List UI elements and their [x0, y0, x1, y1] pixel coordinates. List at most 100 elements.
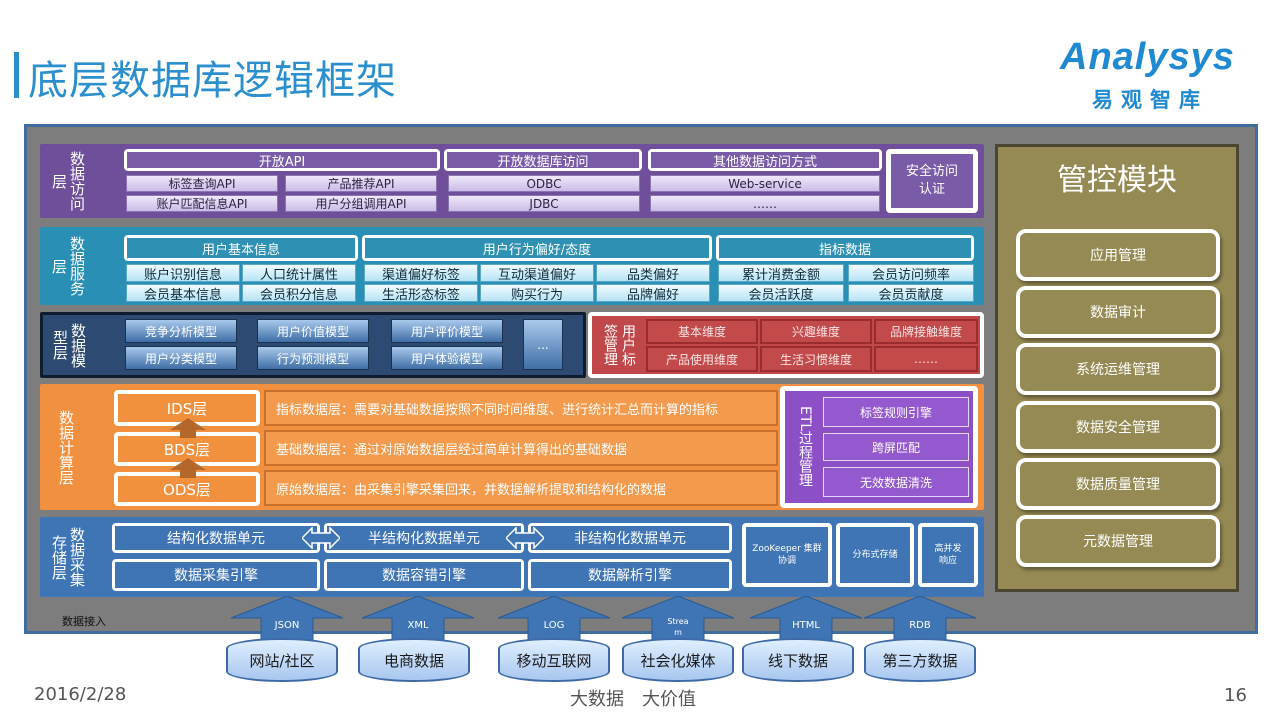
- data-access-layer: 数据访问层 开放API 标签查询API 产品推荐API 账户匹配信息API 用户…: [40, 144, 984, 218]
- tag-item: 兴趣维度: [760, 319, 872, 344]
- group-header-box: 用户基本信息: [124, 235, 358, 261]
- up-arrow-icon: [170, 458, 206, 478]
- double-arrow-icon: [302, 527, 340, 549]
- service-item: 购买行为: [480, 284, 594, 303]
- service-item: 会员基本信息: [126, 284, 240, 303]
- control-item: 数据安全管理: [1016, 401, 1220, 453]
- service-item: 累计消费金额: [718, 264, 844, 283]
- data-compute-layer: 数据计算层 IDS层 BDS层 ODS层 指标数据层：需要对基础数据按照不同时间…: [40, 384, 984, 510]
- tag-item: 基本维度: [646, 319, 758, 344]
- format-label: LOG: [543, 620, 565, 631]
- service-item: 渠道偏好标签: [364, 264, 478, 283]
- page-number: 16: [1224, 685, 1247, 706]
- model-item: 用户体验模型: [391, 346, 503, 370]
- page-title: 底层数据库逻辑框架: [28, 58, 397, 104]
- access-item: Web-service: [650, 175, 880, 192]
- format-label: Stream: [667, 617, 689, 637]
- level-desc: 原始数据层：由采集引擎采集回来，并数据解析提取和结构化的数据: [264, 470, 778, 506]
- infra-item: 高并发 响应: [922, 527, 974, 583]
- group-header-box: 开放API: [124, 149, 440, 171]
- logo-analysys: Analysys: [1060, 36, 1235, 78]
- up-arrow-icon: [497, 596, 611, 642]
- control-title: 管控模块: [1057, 163, 1177, 198]
- security-auth: 安全访问认证: [891, 154, 973, 208]
- format-label: XML: [407, 620, 429, 631]
- model-more: ...: [523, 319, 563, 370]
- service-item: 生活形态标签: [364, 284, 478, 303]
- data-storage-layer: 数据采集存储层 结构化数据单元 半结构化数据单元 非结构化数据单元 数据采集引擎…: [40, 517, 984, 597]
- ingest-arrow: XML: [358, 596, 478, 642]
- model-item: 用户评价模型: [391, 319, 503, 343]
- model-item: 用户价值模型: [257, 319, 369, 343]
- tag-item: ……: [874, 346, 978, 372]
- level-name: ODS层: [118, 476, 256, 502]
- infra-item: ZooKeeper 集群协调: [746, 527, 828, 583]
- format-label: HTML: [792, 620, 820, 631]
- access-item: 标签查询API: [126, 175, 278, 192]
- format-label: JSON: [274, 620, 300, 631]
- control-module: 管控模块 应用管理 数据审计 系统运维管理 数据安全管理 数据质量管理 元数据管…: [995, 144, 1239, 592]
- infra-box: 分布式存储: [836, 523, 914, 587]
- up-arrow-icon: [863, 596, 977, 642]
- level-box-ods: ODS层: [114, 472, 260, 506]
- tag-item: 产品使用维度: [646, 346, 758, 372]
- ingest-arrow: RDB: [860, 596, 980, 642]
- service-item: 品牌偏好: [596, 284, 710, 303]
- ingest-arrow: HTML: [746, 596, 866, 642]
- service-item: 账户识别信息: [126, 264, 240, 283]
- data-source-cylinder: 社会化媒体: [622, 638, 734, 682]
- service-item: 人口统计属性: [242, 264, 356, 283]
- service-item: 互动渠道偏好: [480, 264, 594, 283]
- group-header-box: 指标数据: [716, 235, 974, 261]
- group-header-box: 用户行为偏好/态度: [362, 235, 712, 261]
- control-item: 数据质量管理: [1016, 458, 1220, 510]
- group-header-box: 开放数据库访问: [444, 149, 642, 171]
- ingest-arrow: LOG: [494, 596, 614, 642]
- level-desc: 指标数据层：需要对基础数据按照不同时间维度、进行统计汇总而计算的指标: [264, 390, 778, 426]
- footer-slogan: 大数据 大价值: [570, 689, 696, 710]
- engine-box: 数据解析引擎: [528, 559, 732, 591]
- tag-item: 品牌接触维度: [874, 319, 978, 344]
- storage-unit: 半结构化数据单元: [327, 526, 521, 550]
- data-source-cylinder: 网站/社区: [226, 638, 338, 682]
- layer-label: 数据访问层: [50, 151, 86, 211]
- group-header-box: 其他数据访问方式: [648, 149, 882, 171]
- group-title: 其他数据访问方式: [651, 152, 879, 170]
- data-source-cylinder: 电商数据: [358, 638, 470, 682]
- model-item: 行为预测模型: [257, 346, 369, 370]
- storage-unit: 结构化数据单元: [115, 526, 317, 550]
- service-item: 会员贡献度: [848, 284, 974, 303]
- layer-label: 用户标签管理: [602, 324, 636, 366]
- access-item: ……: [650, 195, 880, 212]
- security-box: 安全访问认证: [886, 149, 978, 213]
- group-title: 用户基本信息: [127, 238, 355, 258]
- layer-label: 数据采集存储层: [50, 527, 86, 587]
- etl-box: ETL过程管理 标签规则引擎 跨屏匹配 无效数据清洗: [780, 386, 978, 508]
- up-arrow-icon: [361, 596, 475, 642]
- unit-box: 非结构化数据单元: [528, 523, 732, 553]
- unit-box: 结构化数据单元: [112, 523, 320, 553]
- layer-label: 数据模型层: [51, 322, 87, 368]
- footer-date: 2016/2/28: [34, 684, 127, 705]
- data-service-layer: 数据服务层 用户基本信息 账户识别信息 人口统计属性 会员基本信息 会员积分信息…: [40, 227, 984, 305]
- service-item: 会员访问频率: [848, 264, 974, 283]
- engine-box: 数据容错引擎: [324, 559, 524, 591]
- user-tag-layer: 用户标签管理 基本维度 兴趣维度 品牌接触维度 产品使用维度 生活习惯维度 ……: [588, 312, 984, 378]
- group-title: 指标数据: [719, 238, 971, 258]
- ingest-label: 数据接入: [62, 615, 106, 628]
- service-item: 会员活跃度: [718, 284, 844, 303]
- title-accent-bar: [14, 52, 19, 98]
- up-arrow-icon: [230, 596, 344, 642]
- infra-box: 高并发 响应: [918, 523, 978, 587]
- etl-item: 无效数据清洗: [823, 467, 969, 497]
- infra-item: 分布式存储: [840, 527, 910, 583]
- logo-cn: 易观智库: [1092, 88, 1208, 112]
- ingest-arrow: JSON: [227, 596, 347, 642]
- etl-item: 标签规则引擎: [823, 397, 969, 427]
- double-arrow-icon: [506, 527, 544, 549]
- storage-engine: 数据容错引擎: [327, 562, 521, 588]
- control-item: 系统运维管理: [1016, 343, 1220, 395]
- up-arrow-icon: [749, 596, 863, 642]
- access-item: 产品推荐API: [285, 175, 437, 192]
- ingest-arrow: Stream: [618, 596, 738, 642]
